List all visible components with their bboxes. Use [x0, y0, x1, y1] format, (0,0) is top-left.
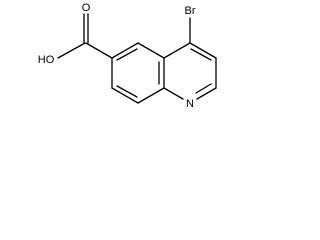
hydroxyl-label: HO [38, 54, 55, 66]
bond-ho-c [57, 42, 86, 59]
pyridine-ring [163, 42, 217, 100]
bond-c8-c7-inner [116, 85, 138, 98]
bond-c4-c3-inner [190, 48, 212, 61]
bond-c6-c5 [111, 42, 139, 59]
bond-c8a-c8 [137, 87, 165, 104]
molecule-structure: Br HO O N [38, 2, 217, 110]
bond-c6-c5-inner [116, 48, 138, 61]
carboxyl-group [57, 13, 113, 59]
bromine-label: Br [185, 5, 196, 17]
carbonyl-oxygen-label: O [82, 2, 91, 14]
bond-c-ring [85, 42, 113, 59]
nitrogen-label: N [186, 98, 194, 110]
bond-c4-c3 [189, 42, 217, 59]
bond-c5-c4a [137, 42, 165, 59]
bond-n1-c8a [163, 87, 184, 100]
bond-c2-n1-inner [195, 83, 212, 94]
bond-c2-n1 [196, 87, 217, 100]
bond-c8-c7 [111, 87, 139, 104]
benzo-ring [111, 42, 165, 104]
bond-c4a-c4 [163, 42, 191, 59]
